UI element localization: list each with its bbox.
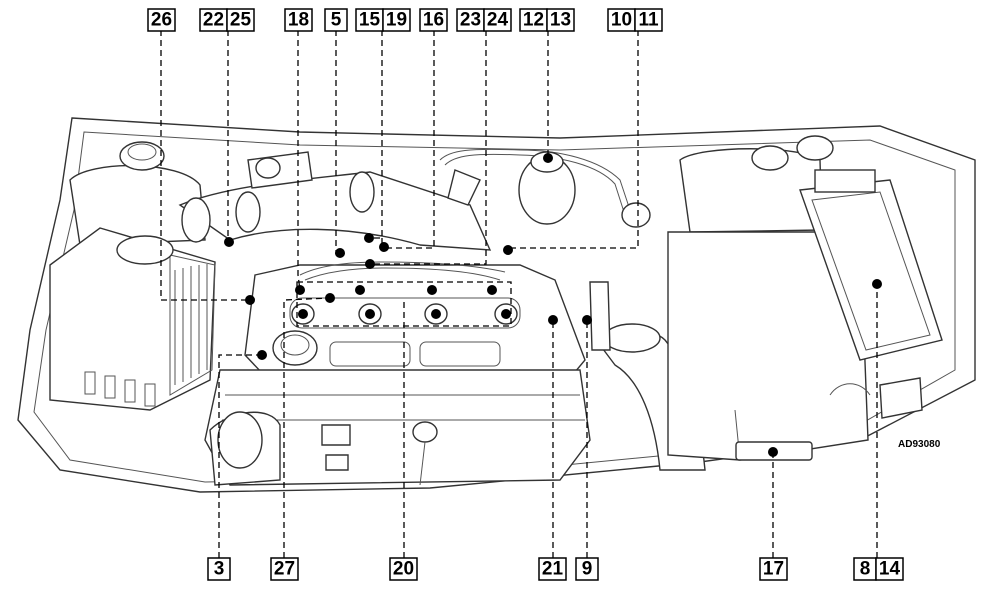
callout-dot [431,309,441,319]
label-25: 25 [226,8,255,32]
label-20: 20 [389,557,418,581]
label-5: 5 [324,8,348,32]
label-18: 18 [284,8,313,32]
svg-text:19: 19 [386,10,407,31]
label-9: 9 [575,557,599,581]
coolant-cap [119,141,165,171]
svg-text:17: 17 [763,559,784,580]
engine-bay-artwork [17,117,976,493]
callout-dot [224,237,234,247]
callout-dot [582,315,592,325]
callout-dot [501,309,511,319]
label-12: 12 [519,8,548,32]
callout-dot [487,285,497,295]
label-26: 26 [147,8,176,32]
top-labels: 26 22 25 18 5 15 [147,8,663,32]
label-15: 15 [355,8,384,32]
callout-dot [872,279,882,289]
callout-dot [543,153,553,163]
figure-code: AD93080 [898,439,941,450]
callout-dot [335,248,345,258]
callout-dot [768,447,778,457]
callout-dot [257,350,267,360]
svg-text:16: 16 [423,10,444,31]
callout-dot [427,285,437,295]
svg-text:8: 8 [860,559,871,580]
svg-text:23: 23 [460,10,481,31]
callout-dot [295,285,305,295]
label-14: 14 [875,557,904,581]
callout-dots [224,153,882,457]
label-17: 17 [759,557,788,581]
callout-dot [364,233,374,243]
svg-text:24: 24 [487,10,509,31]
label-8: 8 [853,557,877,581]
label-22: 22 [199,8,228,32]
callout-dot [355,285,365,295]
bottom-labels: 3 27 20 21 9 17 [207,557,904,581]
label-3: 3 [207,557,231,581]
callout-dot [325,293,335,303]
svg-text:22: 22 [203,10,224,31]
svg-text:27: 27 [274,559,295,580]
callout-dot [365,259,375,269]
label-21: 21 [538,557,567,581]
label-27: 27 [270,557,299,581]
svg-text:12: 12 [523,10,544,31]
svg-text:5: 5 [331,10,342,31]
svg-text:9: 9 [582,559,593,580]
svg-text:3: 3 [214,559,225,580]
oil-filler-cap [272,330,318,366]
intake-duct [178,171,492,251]
svg-text:20: 20 [393,559,414,580]
svg-text:18: 18 [288,10,309,31]
svg-text:25: 25 [230,10,252,31]
svg-text:14: 14 [879,559,901,580]
callout-dot [548,315,558,325]
label-11: 11 [634,8,663,32]
svg-text:10: 10 [611,10,632,31]
label-16: 16 [419,8,448,32]
svg-text:13: 13 [550,10,571,31]
svg-text:11: 11 [638,10,659,31]
label-23: 23 [456,8,485,32]
callout-dot [503,245,513,255]
dipstick-handle [412,421,438,443]
callout-dot [298,309,308,319]
callout-dot [379,242,389,252]
label-10: 10 [607,8,636,32]
air-filter-housing [49,227,216,411]
label-13: 13 [546,8,575,32]
svg-text:26: 26 [151,10,172,31]
label-24: 24 [483,8,512,32]
callout-dot [245,295,255,305]
label-19: 19 [382,8,411,32]
svg-text:15: 15 [359,10,381,31]
svg-text:21: 21 [542,559,564,580]
callout-dot [365,309,375,319]
